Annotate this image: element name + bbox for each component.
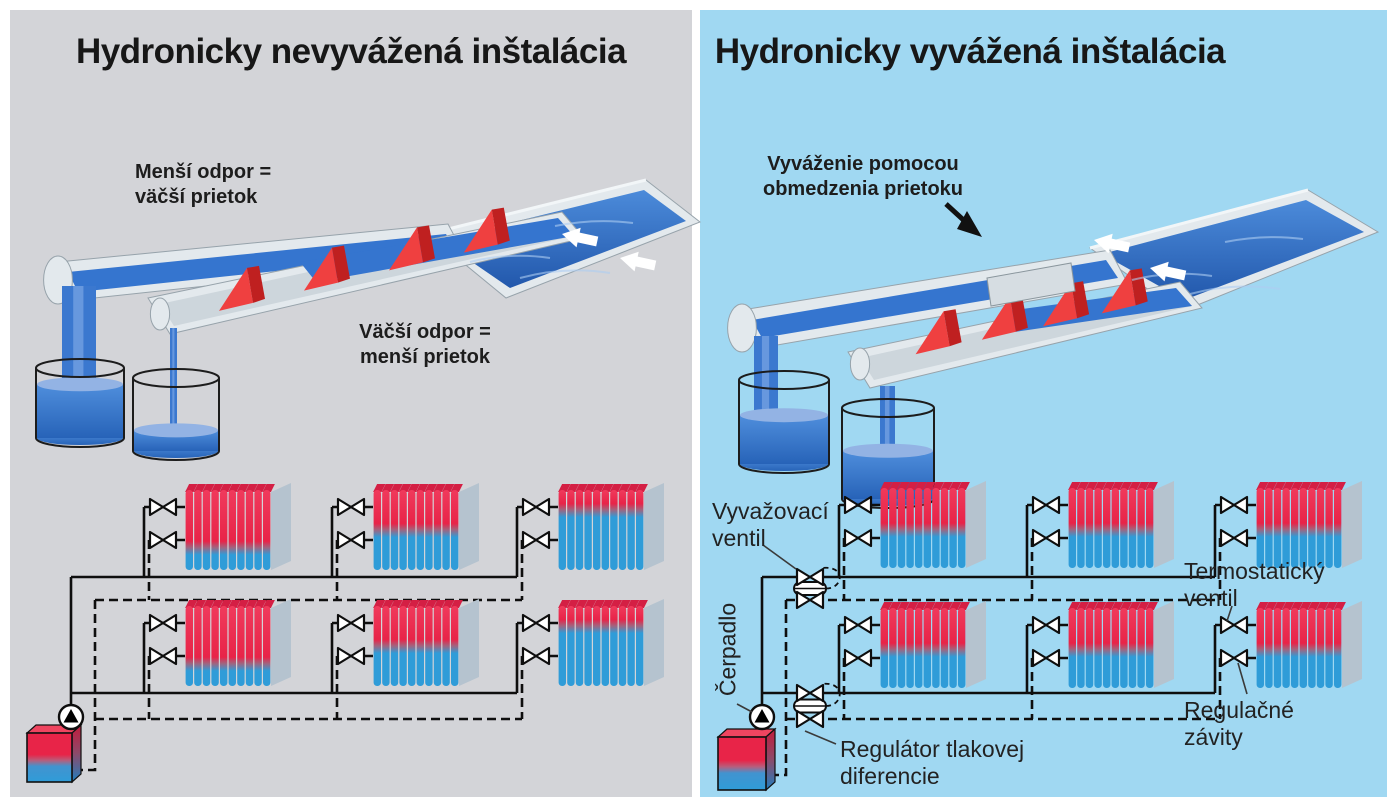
- left-panel-title: Hydronicky nevyvážená inštalácia: [75, 32, 627, 71]
- radiator: [880, 601, 986, 688]
- label-control-threads-line1: Regulačné: [1184, 697, 1294, 723]
- valve-icon: [843, 528, 873, 548]
- pointer-lines: [736, 544, 1248, 745]
- radiator: [558, 483, 664, 570]
- pump-icon: [57, 703, 85, 731]
- scheme-unbalanced: [25, 483, 664, 784]
- valve-icon: [148, 497, 178, 517]
- radiator: [185, 599, 291, 686]
- valve-icon: [148, 613, 178, 633]
- beaker: [35, 358, 125, 448]
- baffle-icon: [219, 265, 265, 311]
- valve-icon: [795, 709, 825, 729]
- label-thermostatic-valve: Termostatický ventil: [1184, 558, 1325, 612]
- valve-icon: [843, 615, 873, 635]
- flow-arrow-icon: [562, 227, 599, 248]
- flow-arrow-icon: [1150, 261, 1187, 282]
- boiler-icon: [25, 723, 83, 784]
- label-less-resistance-line2: väčší prietok: [135, 186, 258, 208]
- label-pressure-regulator-line1: Regulátor tlakovej: [840, 736, 1025, 762]
- baffle-icon: [463, 207, 510, 253]
- radiator: [880, 481, 986, 568]
- valve-icon: [1219, 495, 1249, 515]
- radiator: [1068, 481, 1174, 568]
- label-control-threads-line2: závity: [1184, 724, 1243, 750]
- label-pressure-regulator: Regulátor tlakovej diferencie: [840, 736, 1024, 790]
- scheme-balanced: [716, 481, 1362, 792]
- baffle-icon: [304, 245, 350, 291]
- label-thermostatic-valve-line2: ventil: [1184, 585, 1238, 611]
- radiator: [373, 599, 479, 686]
- valve-icon: [843, 648, 873, 668]
- radiator: [558, 599, 664, 686]
- label-balancing-valve-line1: Vyvažovací: [712, 498, 829, 524]
- valve-icon: [795, 590, 825, 610]
- baffle-icon: [981, 294, 1028, 340]
- radiator: [373, 483, 479, 570]
- valve-icon: [795, 567, 825, 587]
- flow-arrow-icon: [620, 251, 657, 272]
- trough-unbalanced: [35, 178, 702, 461]
- radiator: [1068, 601, 1174, 688]
- label-more-resistance-line2: menší prietok: [359, 346, 491, 368]
- valve-icon: [148, 530, 178, 550]
- trough-balanced: [727, 188, 1380, 509]
- valve-icon: [336, 646, 366, 666]
- radiator: [185, 483, 291, 570]
- radiator: [1256, 481, 1362, 568]
- label-control-threads: Regulačné závity: [1184, 697, 1294, 751]
- pump-icon: [748, 703, 776, 731]
- label-balancing-note: Vyváženie pomocou obmedzenia prietoku: [758, 152, 968, 202]
- label-pump: Čerpadlo: [714, 602, 741, 697]
- beaker: [132, 368, 220, 461]
- valve-icon: [336, 530, 366, 550]
- valve-icon: [1219, 648, 1249, 668]
- valve-icon: [1219, 528, 1249, 548]
- baffle-icon: [389, 225, 435, 271]
- label-more-resistance: Väčší odpor = menší prietok: [350, 320, 500, 370]
- valve-icon: [521, 646, 551, 666]
- baffle-icon: [915, 309, 962, 355]
- label-less-resistance: Menší odpor = väčší prietok: [135, 160, 271, 210]
- label-balancing-note-line2: obmedzenia prietoku: [762, 178, 964, 200]
- valve-icon: [1031, 615, 1061, 635]
- boiler-icon: [716, 727, 777, 792]
- label-balancing-note-line1: Vyváženie pomocou: [767, 153, 959, 175]
- beaker: [738, 370, 830, 474]
- valve-icon: [1219, 615, 1249, 635]
- valve-icon: [1031, 495, 1061, 515]
- label-balancing-valve-line2: ventil: [712, 525, 766, 551]
- balancing-valve-assembly: [793, 683, 841, 729]
- valve-icon: [521, 497, 551, 517]
- flow-restriction: [986, 262, 1076, 307]
- valve-icon: [1031, 528, 1061, 548]
- baffle-icon: [1043, 281, 1090, 327]
- valve-icon: [1031, 648, 1061, 668]
- valve-icon: [521, 613, 551, 633]
- radiator: [1256, 601, 1362, 688]
- label-balancing-valve: Vyvažovací ventil: [712, 498, 829, 552]
- valve-icon: [521, 530, 551, 550]
- label-pressure-regulator-line2: diferencie: [840, 763, 940, 789]
- restriction-arrow-icon: [944, 202, 982, 237]
- label-more-resistance-line1: Väčší odpor =: [359, 321, 491, 343]
- valve-icon: [795, 683, 825, 703]
- label-less-resistance-line1: Menší odpor =: [135, 161, 272, 183]
- flow-arrow-icon: [1094, 233, 1131, 254]
- right-panel-title: Hydronicky vyvážená inštalácia: [714, 32, 1226, 71]
- label-thermostatic-valve-line1: Termostatický: [1184, 558, 1325, 584]
- valve-icon: [148, 646, 178, 666]
- valve-icon: [843, 495, 873, 515]
- balancing-valve-assembly: [793, 567, 841, 610]
- valve-icon: [336, 497, 366, 517]
- valve-icon: [336, 613, 366, 633]
